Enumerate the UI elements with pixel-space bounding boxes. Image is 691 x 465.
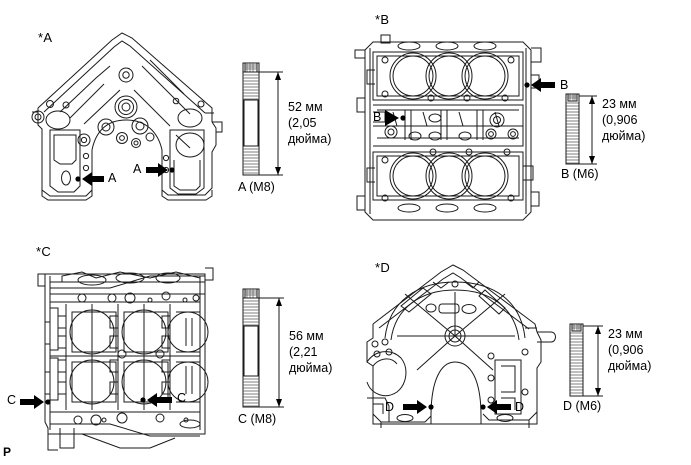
callout-arrow-c-left: [20, 395, 51, 409]
callout-label-a-right: A: [133, 162, 142, 176]
bolt-caption-d: D (M6): [563, 399, 602, 413]
panel-d: *D: [345, 232, 691, 465]
callout-label-d-right: D: [515, 400, 525, 414]
panel-b-drawing: [354, 34, 597, 221]
dimension-a-inch-unit: дюйма): [288, 132, 332, 146]
dimension-a-inch: (2,05: [288, 116, 317, 130]
callout-arrow-b-right: [524, 78, 555, 92]
stud-bolt-d: [569, 323, 584, 397]
corner-mark-p: P: [3, 445, 12, 459]
callout-label-b-inner: B: [373, 110, 382, 124]
panel-c-drawing: [20, 267, 284, 451]
dimension-a-mm: 52 мм: [288, 100, 323, 114]
cylinder-block-side-outline: [37, 267, 214, 451]
callout-label-a-left: A: [108, 171, 117, 185]
callout-arrow-a-right: [146, 163, 175, 177]
panel-a-drawing: [31, 32, 283, 201]
callout-label-c-left: C: [7, 393, 17, 407]
dimension-b-inch: (0,906: [602, 113, 638, 127]
callout-arrow-a-left: [75, 172, 104, 186]
dimension-line-a: [259, 71, 283, 176]
rear-seal-retainer-outline: [366, 264, 556, 428]
timing-cover-outline: [31, 32, 223, 201]
dimension-d-inch: (0,906: [608, 343, 644, 357]
dimension-d-mm: 23 мм: [608, 327, 643, 341]
stud-bolt-a: [242, 62, 260, 176]
panel-c-star-label: *C: [36, 244, 52, 259]
cylinder-block-outline: [354, 34, 542, 221]
dimension-line-c: [259, 297, 284, 408]
dimension-line-b: [579, 95, 597, 165]
bolt-caption-a: A (M8): [238, 180, 275, 194]
panel-d-star-label: *D: [375, 260, 391, 275]
bolt-caption-c: C (M8): [238, 412, 277, 426]
dimension-b-inch-unit: дюйма): [602, 129, 646, 143]
dimension-line-d: [583, 325, 603, 397]
callout-arrow-d-right: [480, 400, 511, 414]
dimension-c-mm: 56 мм: [289, 329, 324, 343]
panel-d-drawing: [366, 264, 603, 428]
panel-b-star-label: *B: [375, 12, 390, 27]
dimension-c-inch-unit: дюйма): [289, 361, 333, 375]
bolt-caption-b: B (M6): [561, 167, 599, 181]
stud-bolt-b: [565, 93, 580, 165]
dimension-c-inch: (2,21: [289, 345, 318, 359]
panel-a: *A: [0, 0, 345, 232]
callout-arrow-d-left: [403, 400, 434, 414]
panel-b: *B: [345, 0, 691, 232]
callout-arrow-c-right: [140, 393, 172, 407]
dimension-d-inch-unit: дюйма): [608, 359, 652, 373]
dimension-b-mm: 23 мм: [602, 97, 637, 111]
stud-bolt-c: [242, 288, 260, 408]
callout-label-c-right: C: [177, 391, 187, 405]
callout-label-b-right: B: [560, 78, 569, 92]
panel-a-star-label: *A: [38, 30, 53, 45]
panel-c: *C: [0, 232, 345, 465]
callout-label-d-left: D: [385, 400, 395, 414]
callout-arrow-b-inner: [385, 110, 406, 126]
